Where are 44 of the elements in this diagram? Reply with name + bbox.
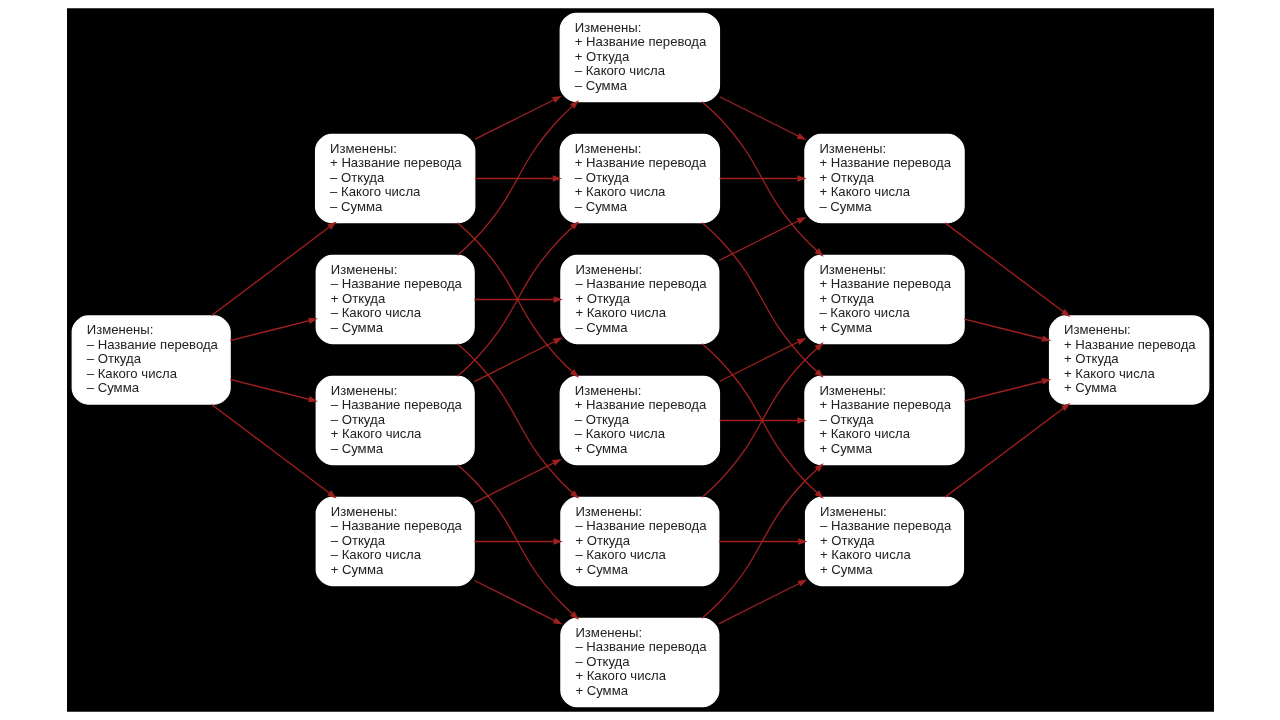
arrow [718, 96, 806, 141]
node-box: Изменены: + Название перевода – Откуда + Какого числа – Сумма [559, 133, 720, 224]
arrow [473, 95, 562, 140]
node-box: Изменены: + Название перевода – Откуда – Какого числа – Сумма [314, 133, 475, 224]
node-box: Изменены: + Название перевода + Откуда – Какого числа – Сумма [559, 12, 720, 103]
arrow [473, 296, 563, 303]
arrow [963, 378, 1051, 402]
arrow [473, 458, 562, 504]
arrow [700, 463, 824, 619]
node-box: Изменены: – Название перевода – Откуда + Какого числа – Сумма [315, 375, 475, 466]
arrow [456, 100, 579, 256]
arrow [717, 216, 806, 262]
arrow [456, 343, 579, 499]
arrow [210, 221, 337, 317]
node-box: Изменены: + Название перевода + Откуда + Какого числа – Сумма [803, 133, 965, 224]
node-box: Изменены: – Название перевода + Откуда + Какого числа – Сумма [559, 254, 719, 345]
arrow [717, 538, 807, 545]
arrow [718, 337, 806, 382]
arrow [717, 579, 807, 625]
node-box: Изменены: + Название перевода + Откуда – Какого числа + Сумма [803, 254, 965, 345]
arrow [473, 337, 563, 383]
node-box: Изменены: + Название перевода – Откуда + Какого числа + Сумма [803, 375, 965, 466]
node-box: Изменены: + Название перевода – Откуда – Какого числа + Сумма [559, 375, 720, 466]
arrow [718, 417, 807, 424]
node-box: Изменены: – Название перевода – Откуда – Какого числа – Сумма [71, 315, 231, 405]
arrow [473, 175, 562, 182]
arrow [718, 175, 807, 182]
arrow [943, 222, 1070, 317]
node-box: Изменены: – Название перевода – Откуда + Какого числа + Сумма [559, 617, 719, 708]
node-box: Изменены: – Название перевода + Откуда – Какого числа + Сумма [559, 496, 719, 587]
arrow [210, 403, 337, 499]
arrow [473, 538, 563, 545]
arrow [963, 318, 1051, 342]
arrow [229, 378, 318, 403]
arrow [700, 101, 824, 257]
arrow [473, 579, 563, 625]
arrow [229, 317, 318, 342]
node-box: Изменены: – Название перевода – Откуда – Какого числа + Сумма [315, 496, 475, 587]
arrow [700, 222, 824, 378]
node-box: Изменены: – Название перевода + Откуда – Какого числа – Сумма [315, 254, 475, 345]
node-box: Изменены: – Название перевода + Откуда + Какого числа + Сумма [804, 496, 964, 587]
arrow [456, 464, 579, 620]
arrow [943, 403, 1070, 498]
node-box: Изменены: + Название перевода + Откуда + Какого числа + Сумма [1048, 315, 1209, 405]
